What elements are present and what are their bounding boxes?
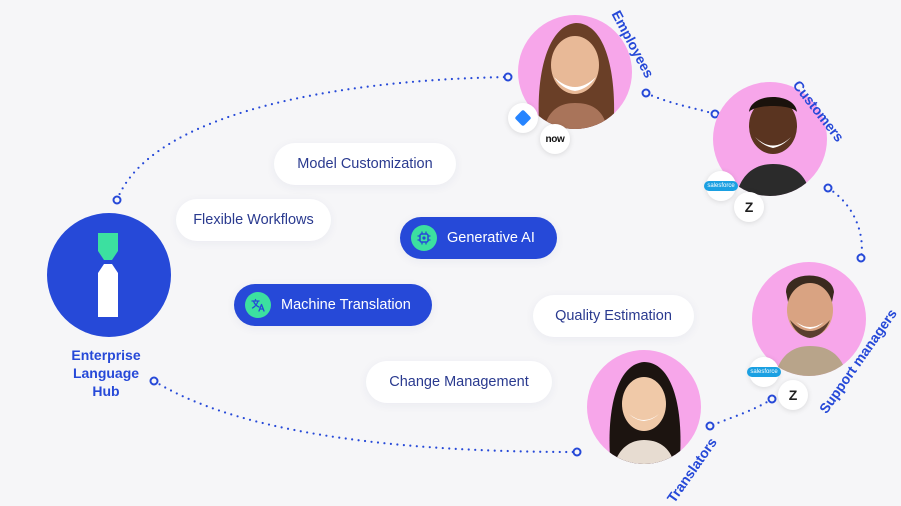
pill-model-customization: Model Customization <box>274 143 456 185</box>
connector-support-to-translators <box>708 397 774 428</box>
pill-label: Machine Translation <box>281 297 411 313</box>
connector-node <box>641 88 651 98</box>
pill-label: Generative AI <box>447 230 535 246</box>
chip-icon <box>411 225 437 251</box>
avatar-support-managers <box>752 262 866 376</box>
hourglass-logo-icon <box>98 233 118 317</box>
jira-icon <box>508 103 538 133</box>
hub-label: Enterprise Language Hub <box>55 346 157 400</box>
avatar-translators <box>587 350 701 464</box>
person-photo-icon <box>538 23 615 129</box>
salesforce-icon: salesforce <box>704 171 738 201</box>
pill-label: Quality Estimation <box>555 308 672 324</box>
avatar-employees <box>518 15 632 129</box>
pill-machine-translation: Machine Translation <box>234 284 432 326</box>
connector-node <box>767 394 777 404</box>
pill-generative-ai: Generative AI <box>400 217 557 259</box>
pill-change-management: Change Management <box>366 361 552 403</box>
zendesk-icon: Z <box>778 380 808 410</box>
connector-node <box>856 253 866 263</box>
connector-employees-to-customers <box>644 91 717 116</box>
person-photo-icon <box>775 275 847 376</box>
connector-node <box>705 421 715 431</box>
person-photo-icon <box>609 362 681 464</box>
connector-node <box>503 72 513 82</box>
connector-node <box>572 447 582 457</box>
pill-label: Model Customization <box>297 156 433 172</box>
servicenow-icon: now <box>540 124 570 154</box>
connector-node <box>823 183 833 193</box>
pill-quality-estimation: Quality Estimation <box>533 295 694 337</box>
connector-customers-to-support <box>826 186 863 260</box>
connector-hub-to-employees <box>115 75 510 202</box>
connector-node <box>112 195 122 205</box>
pill-label: Change Management <box>389 374 529 390</box>
zendesk-icon: Z <box>734 192 764 222</box>
connector-node <box>149 376 159 386</box>
pill-label: Flexible Workflows <box>193 212 314 228</box>
pill-flexible-workflows: Flexible Workflows <box>176 199 331 241</box>
connector-hub-to-translators <box>152 379 579 454</box>
avatar-customers <box>713 82 827 196</box>
hub-circle <box>47 213 171 337</box>
person-photo-icon <box>736 97 811 196</box>
salesforce-icon: salesforce <box>747 357 781 387</box>
translate-icon <box>245 292 271 318</box>
hub-label-text: Enterprise Language Hub <box>71 347 141 399</box>
